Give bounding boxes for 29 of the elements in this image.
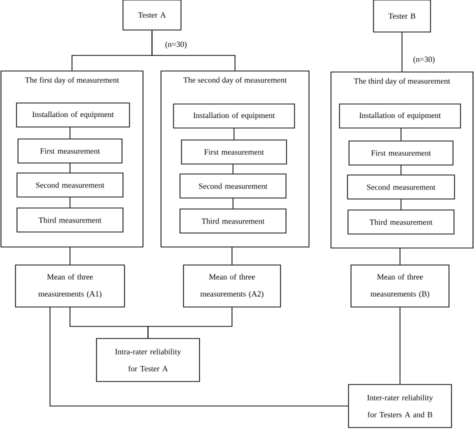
process-box: Second measurement: [180, 174, 286, 198]
process-box: Third measurement: [16, 208, 124, 232]
process-box: Mean of three measurements (A1): [15, 264, 125, 308]
process-box: Second measurement: [16, 172, 124, 198]
process-box: Intra-rater reliability for Tester A: [96, 338, 200, 382]
connector-line: [400, 128, 402, 141]
process-box: First measurement: [181, 140, 287, 164]
process-box: Inter-rater reliability for Testers A and B: [348, 384, 452, 428]
process-box: Tester A: [122, 0, 182, 30]
connector-line: [152, 30, 236, 71]
process-box: Installation of equipment: [339, 104, 461, 128]
process-box: Mean of three measurements (A2): [183, 264, 281, 308]
process-box: First measurement: [18, 138, 122, 164]
connector-line: [232, 164, 234, 174]
connector-line: [50, 307, 348, 406]
process-box: Installation of equipment: [16, 102, 130, 128]
process-box: Installation of equipment: [173, 104, 295, 128]
connector-line: [400, 165, 402, 175]
edge-label: (n=30): [164, 40, 188, 50]
process-box: Second measurement: [347, 174, 455, 200]
process-box: Mean of three measurements (B): [350, 264, 450, 308]
connector-line: [400, 199, 402, 210]
edge-label: (n=30): [412, 55, 436, 65]
connector-line: [232, 198, 234, 209]
process-box: Third measurement: [348, 210, 454, 234]
process-box: Third measurement: [180, 208, 286, 234]
connector-line: [148, 307, 232, 338]
process-box: First measurement: [348, 140, 454, 166]
process-box: Tester B: [373, 0, 431, 32]
